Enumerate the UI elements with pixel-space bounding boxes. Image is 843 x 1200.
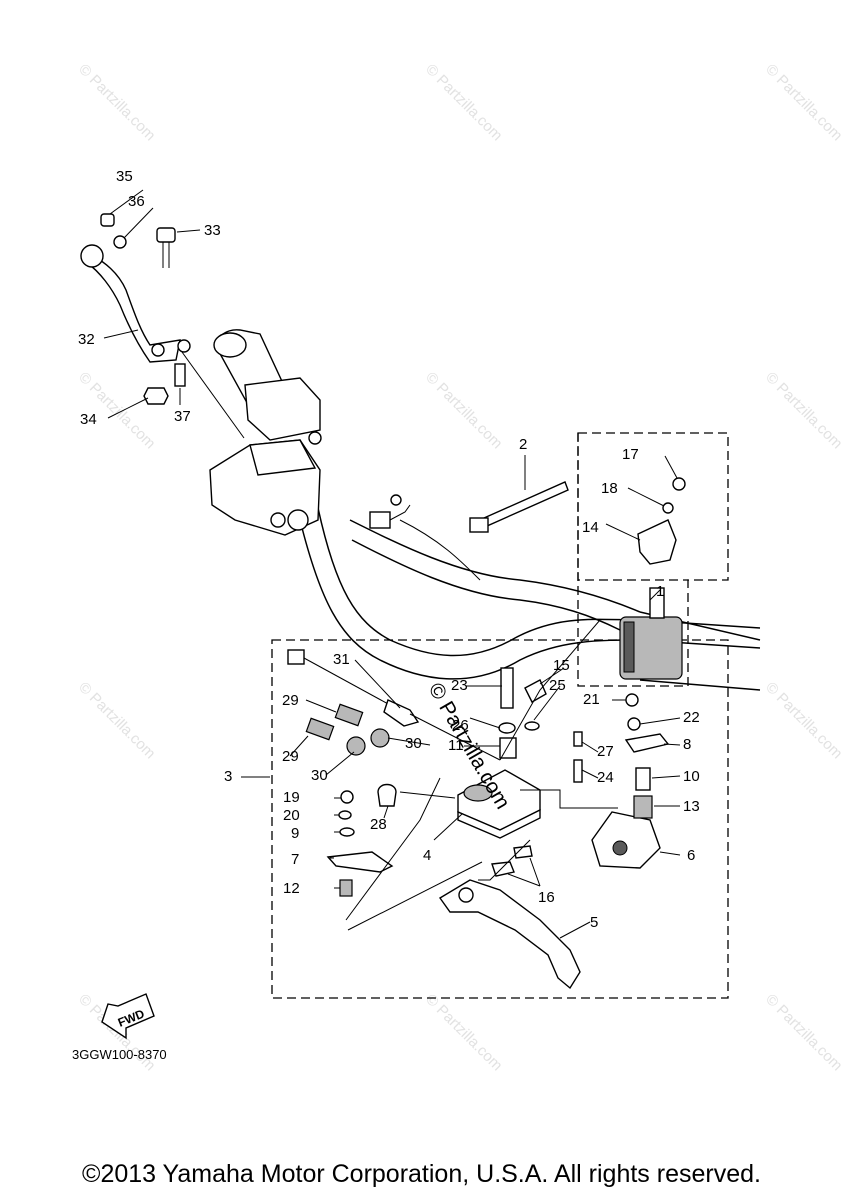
pin-27 (573, 731, 583, 747)
callout-32: 32 (78, 331, 95, 348)
callout-9: 9 (291, 825, 299, 842)
callout-34: 34 (80, 411, 97, 428)
callout-3: 3 (224, 768, 232, 785)
switch-wire (369, 494, 481, 581)
screw-17 (672, 477, 686, 491)
assembly-box-14 (577, 433, 688, 581)
plate-8 (624, 733, 670, 753)
left-grip-assembly (209, 329, 322, 536)
watermark: © Partzilla.com (422, 369, 505, 452)
watermark: © Partzilla.com (75, 61, 158, 144)
callout-11: 11 (448, 737, 464, 754)
plunger-10 (635, 767, 651, 791)
screw-21 (625, 693, 639, 707)
callout-7: 7 (291, 851, 299, 868)
callout-17: 17 (622, 446, 639, 463)
cable-31 (287, 649, 420, 727)
bolt-33 (156, 227, 176, 268)
callout-30b: 30 (311, 767, 328, 784)
nut-34 (143, 387, 169, 405)
watermark: © Partzilla.com (422, 61, 505, 144)
nut-35 (100, 213, 115, 227)
diagram-reference-code: 3GGW100-8370 (72, 1047, 167, 1062)
callout-28: 28 (370, 816, 387, 833)
bolt-23 (500, 667, 514, 709)
callout-37: 37 (174, 408, 191, 425)
watermark: © Partzilla.com (762, 991, 843, 1074)
washer-18 (662, 502, 674, 514)
callout-16: 16 (538, 889, 555, 906)
callout-25: 25 (549, 677, 566, 694)
callout-6: 6 (687, 847, 695, 864)
callout-4: 4 (423, 847, 431, 864)
callout-5: 5 (590, 914, 598, 931)
adjuster-29 (305, 703, 364, 741)
hot-start-6 (591, 811, 661, 869)
washer-36 (113, 235, 127, 249)
callout-18: 18 (601, 480, 618, 497)
callout-20: 20 (283, 807, 300, 824)
callout-26: 26 (452, 717, 469, 734)
callout-1: 1 (656, 583, 664, 600)
callout-15: 15 (553, 657, 570, 674)
callout-2: 2 (519, 436, 527, 453)
assembly-box-3 (271, 639, 729, 999)
callout-24: 24 (597, 769, 614, 786)
watermark: © Partzilla.com (762, 61, 843, 144)
washer-26 (498, 722, 516, 734)
callout-19: 19 (283, 789, 300, 806)
leader-lines (103, 189, 681, 939)
callout-8: 8 (683, 736, 691, 753)
washer-20 (338, 810, 352, 820)
watermark: © Partzilla.com (422, 991, 505, 1074)
callout-29a: 29 (282, 692, 299, 709)
washer-9 (339, 827, 355, 837)
watermark: © Partzilla.com (762, 679, 843, 762)
callout-30a: 30 (405, 735, 422, 752)
washer-22 (627, 717, 641, 731)
callout-33: 33 (204, 222, 221, 239)
nut-30 (346, 728, 390, 756)
lever-5 (438, 879, 581, 990)
callout-12: 12 (283, 880, 300, 897)
callout-27: 27 (597, 743, 614, 760)
pin-24 (573, 759, 583, 783)
callout-29b: 29 (282, 748, 299, 765)
watermark: © Partzilla.com (762, 369, 843, 452)
callout-21: 21 (583, 691, 600, 708)
lever-32 (80, 244, 245, 439)
callout-35: 35 (116, 168, 133, 185)
perch-4 (457, 769, 541, 839)
callout-14: 14 (582, 519, 599, 536)
spring-37 (174, 363, 186, 387)
part-1-clamp (619, 587, 683, 680)
spring-13 (633, 795, 653, 819)
bracket-14 (637, 519, 677, 565)
cable-tie-2 (469, 481, 569, 533)
callout-23: 23 (451, 677, 468, 694)
handlebar (299, 507, 761, 691)
nut-16 (513, 845, 533, 859)
copyright-notice: ©2013 Yamaha Motor Corporation, U.S.A. A… (82, 1160, 761, 1188)
callout-22: 22 (683, 709, 700, 726)
plate-7 (326, 851, 394, 873)
bolt-15 (524, 679, 547, 703)
nut-16 (491, 861, 515, 877)
screw-19 (340, 790, 354, 804)
washer-25 (524, 721, 540, 731)
callout-13: 13 (683, 798, 700, 815)
watermark: © Partzilla.com (75, 679, 158, 762)
spring-12 (339, 879, 353, 897)
callout-31: 31 (333, 651, 350, 668)
callout-labels: 35 36 33 32 34 37 2 17 18 14 1 31 15 25 … (78, 168, 700, 931)
callout-36: 36 (128, 193, 145, 210)
callout-10: 10 (683, 768, 700, 785)
cap-28 (377, 783, 397, 807)
